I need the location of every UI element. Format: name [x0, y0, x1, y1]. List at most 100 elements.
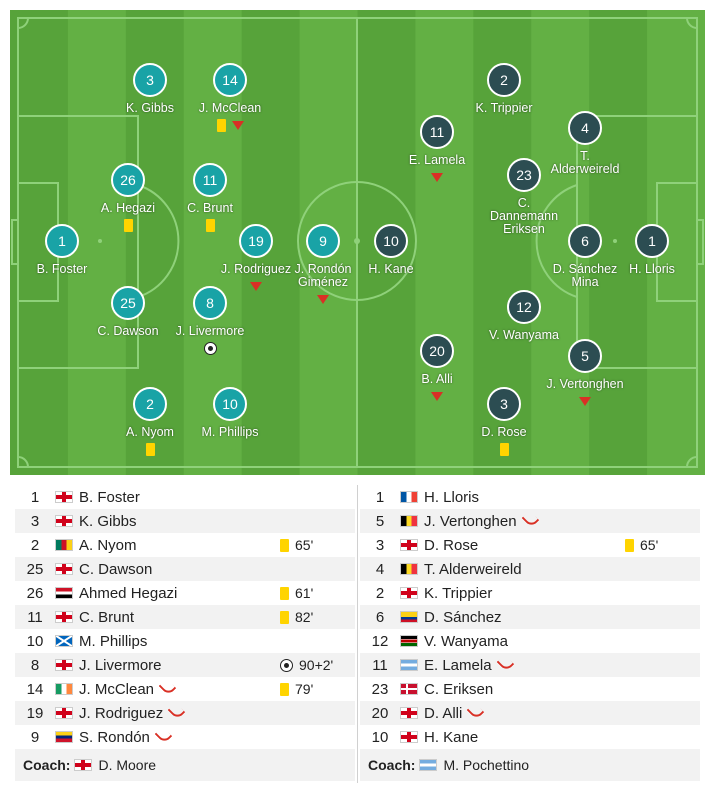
player-name[interactable]: D. Alli: [424, 704, 463, 722]
flag-eng-icon: [400, 731, 418, 743]
player-name[interactable]: D. Rose: [424, 536, 479, 554]
lineup-row[interactable]: 26 Ahmed Hegazi 61': [15, 581, 355, 605]
player-number: 12: [507, 290, 541, 324]
flag-arg-icon: [419, 759, 438, 771]
home-player-marker[interactable]: 19 J. Rodriguez: [201, 224, 311, 294]
player-name[interactable]: B. Foster: [79, 488, 140, 506]
player-name[interactable]: J. Vertonghen: [424, 512, 517, 530]
player-number: 2: [133, 387, 167, 421]
player-event-marks: [95, 441, 205, 457]
shirt-number: 1: [30, 488, 40, 506]
shirt-number: 1: [375, 488, 385, 506]
match-event: 79': [280, 681, 355, 697]
flag-col-icon: [400, 611, 418, 623]
player-name[interactable]: J. Livermore: [79, 656, 162, 674]
player-event-marks: [175, 441, 285, 457]
player-name: A. Nyom: [126, 425, 174, 439]
shirt-number: 14: [26, 680, 44, 698]
player-number: 14: [213, 63, 247, 97]
player-name[interactable]: J. Rodriguez: [79, 704, 164, 722]
substitution-off-icon: [431, 391, 443, 401]
flag-eng-icon: [55, 707, 73, 719]
player-name[interactable]: E. Lamela: [424, 656, 492, 674]
player-name[interactable]: K. Trippier: [424, 584, 493, 602]
player-name[interactable]: C. Dawson: [79, 560, 153, 578]
player-name[interactable]: K. Gibbs: [79, 512, 137, 530]
player-name[interactable]: C. Eriksen: [424, 680, 494, 698]
yellow-card-icon: [216, 118, 226, 132]
flag-eng-icon: [400, 707, 418, 719]
player-name[interactable]: V. Wanyama: [424, 632, 508, 650]
player-name: K. Gibbs: [126, 101, 174, 115]
player-name[interactable]: D. Sánchez: [424, 608, 502, 626]
player-event-marks: [336, 278, 446, 294]
event-minute: 61': [295, 585, 314, 601]
match-event: 82': [280, 609, 355, 625]
player-name[interactable]: Ahmed Hegazi: [79, 584, 178, 602]
player-number: 6: [568, 224, 602, 258]
substitution-icon: [158, 677, 177, 696]
player-number: 10: [374, 224, 408, 258]
player-name[interactable]: J. McClean: [79, 680, 155, 698]
player-name[interactable]: M. Phillips: [79, 632, 148, 650]
player-name[interactable]: T. Alderweireld: [424, 560, 522, 578]
home-player-marker[interactable]: 2 A. Nyom: [95, 387, 205, 457]
coach-name[interactable]: M. Pochettino: [443, 757, 530, 773]
shirt-number: 26: [26, 584, 44, 602]
player-name[interactable]: H. Kane: [424, 728, 479, 746]
player-name[interactable]: H. Lloris: [424, 488, 480, 506]
lineup-row[interactable]: 14 J. McClean 79': [15, 677, 355, 701]
player-name: J. Rodriguez: [220, 262, 292, 276]
shirt-number: 8: [30, 656, 40, 674]
player-number: 19: [239, 224, 273, 258]
player-name: H. Lloris: [629, 262, 675, 276]
lineup-row[interactable]: 1 B. Foster: [15, 485, 355, 509]
player-event-marks: [530, 393, 640, 409]
player-name[interactable]: S. Rondón: [79, 728, 150, 746]
player-name[interactable]: A. Nyom: [79, 536, 137, 554]
lineup-row[interactable]: 1 H. Lloris: [360, 485, 700, 509]
player-number: 26: [111, 163, 145, 197]
player-name[interactable]: C. Brunt: [79, 608, 135, 626]
shirt-number: 3: [375, 536, 385, 554]
coach-name[interactable]: D. Moore: [98, 757, 157, 773]
